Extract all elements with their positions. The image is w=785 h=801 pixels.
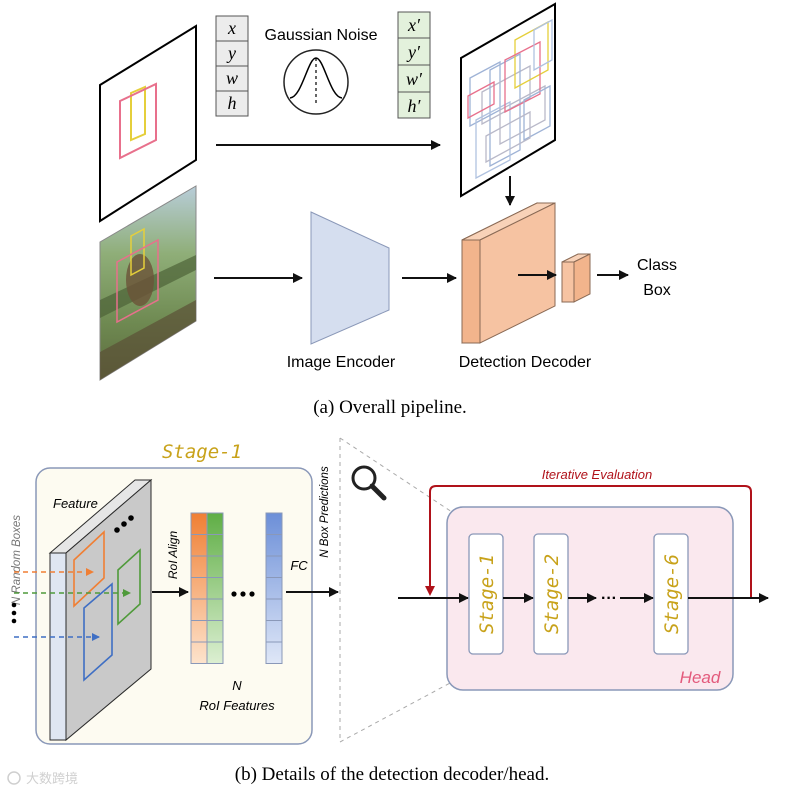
output-class-label: Class bbox=[637, 257, 677, 274]
input-image bbox=[99, 185, 197, 381]
caption-b: (b) Details of the detection decoder/hea… bbox=[235, 764, 549, 785]
gt-boxes-plane bbox=[99, 24, 197, 223]
zoom-line-top bbox=[339, 437, 453, 513]
roi-column-orange bbox=[190, 512, 208, 664]
noisy-boxes-plane bbox=[460, 2, 556, 198]
param-w-noisy: w′ bbox=[406, 69, 423, 89]
stage-box-6: Stage-6 bbox=[653, 533, 689, 655]
detection-decoder-label: Detection Decoder bbox=[459, 354, 592, 371]
roi-features-n: N bbox=[232, 678, 242, 693]
magnifier-icon bbox=[351, 465, 387, 501]
stage-1-label: Stage-1 bbox=[476, 554, 498, 634]
param-y: y bbox=[226, 43, 236, 63]
output-block bbox=[561, 253, 591, 303]
n-box-predictions-label: N Box Predictions bbox=[319, 466, 331, 558]
stage-box-1: Stage-1 bbox=[468, 533, 504, 655]
stages-ellipsis: ··· bbox=[601, 590, 617, 607]
gaussian-noise-label: Gaussian Noise bbox=[265, 27, 378, 44]
watermark-text: 大数跨境 bbox=[26, 771, 78, 786]
image-encoder-label: Image Encoder bbox=[287, 354, 396, 371]
feature-label: Feature bbox=[53, 496, 98, 511]
iterative-loop-arrow bbox=[425, 485, 752, 598]
caption-a: (a) Overall pipeline. bbox=[313, 397, 467, 418]
image-encoder: Image Encoder bbox=[287, 211, 396, 371]
roi-column-green bbox=[206, 512, 224, 664]
stage1-title: Stage-1 bbox=[162, 441, 242, 463]
watermark: 大数跨境 bbox=[7, 771, 78, 786]
head-label: Head bbox=[680, 668, 721, 687]
box-params-stack: x y w h bbox=[215, 15, 249, 117]
param-h-noisy: h′ bbox=[408, 96, 422, 116]
n-random-boxes-label: N Random Boxes bbox=[11, 515, 23, 605]
iterative-evaluation-label: Iterative Evaluation bbox=[542, 467, 653, 482]
roi-align-label: RoI Align bbox=[166, 531, 180, 580]
stage-6-label: Stage-6 bbox=[661, 554, 683, 634]
detection-decoder: Detection Decoder bbox=[459, 202, 592, 371]
param-w: w bbox=[226, 68, 238, 88]
roi-columns-ellipsis bbox=[231, 591, 255, 597]
output-box-label: Box bbox=[643, 282, 671, 299]
param-y-noisy: y′ bbox=[406, 42, 421, 62]
roi-column-blue bbox=[265, 512, 283, 664]
noisy-params-stack: x′ y′ w′ h′ bbox=[397, 11, 431, 119]
param-x: x bbox=[227, 18, 236, 38]
feature-map: Feature bbox=[48, 478, 153, 742]
fc-label: FC bbox=[290, 558, 308, 573]
param-h: h bbox=[228, 93, 237, 113]
vertical-ellipsis bbox=[11, 602, 17, 624]
param-x-noisy: x′ bbox=[407, 15, 421, 35]
stage-box-2: Stage-2 bbox=[533, 533, 569, 655]
roi-features-label: RoI Features bbox=[199, 698, 275, 713]
zoom-line-bottom bbox=[339, 681, 453, 743]
roi-feature-columns bbox=[190, 512, 283, 664]
gaussian-noise-block: Gaussian Noise bbox=[265, 27, 378, 115]
stage-2-label: Stage-2 bbox=[541, 554, 563, 634]
